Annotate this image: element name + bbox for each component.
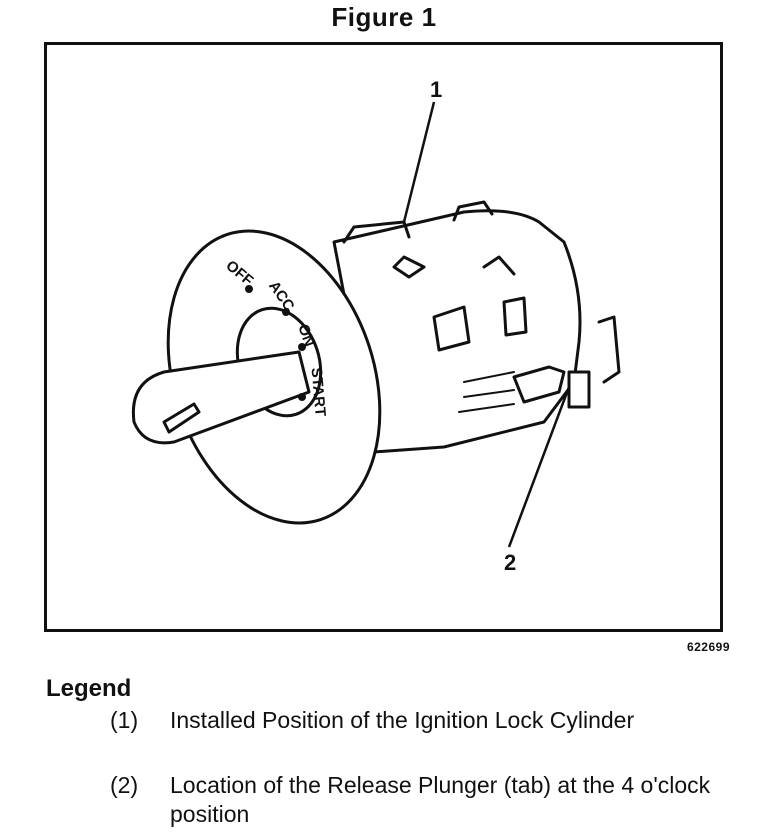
legend-item-number: (2) bbox=[110, 772, 139, 798]
figure-title: Figure 1 bbox=[331, 2, 437, 32]
legend-heading: Legend bbox=[46, 675, 132, 702]
figure-code: 622699 bbox=[686, 640, 730, 654]
dial-label-on: ON bbox=[294, 322, 318, 349]
callout-label-1: 1 bbox=[430, 77, 442, 102]
ignition-lock-cylinder-illustration: OFF ACC ON START 1 2 bbox=[131, 77, 621, 575]
callout-leader-1 bbox=[402, 101, 436, 223]
legend-item-text: Installed Position of the Ignition Lock … bbox=[170, 707, 635, 733]
legend-item-1: (1) Installed Position of the Ignition L… bbox=[110, 706, 730, 735]
legend-item-number: (1) bbox=[110, 707, 139, 733]
dial-label-start: START bbox=[307, 367, 328, 417]
figure-frame bbox=[44, 42, 723, 632]
release-plunger-tab bbox=[512, 365, 566, 404]
callout-label-2: 2 bbox=[504, 550, 516, 575]
callout-leader-2 bbox=[507, 386, 571, 548]
legend-item-2: (2) Location of the Release Plunger (tab… bbox=[110, 771, 730, 829]
legend-item-text: Location of the Release Plunger (tab) at… bbox=[170, 772, 711, 827]
